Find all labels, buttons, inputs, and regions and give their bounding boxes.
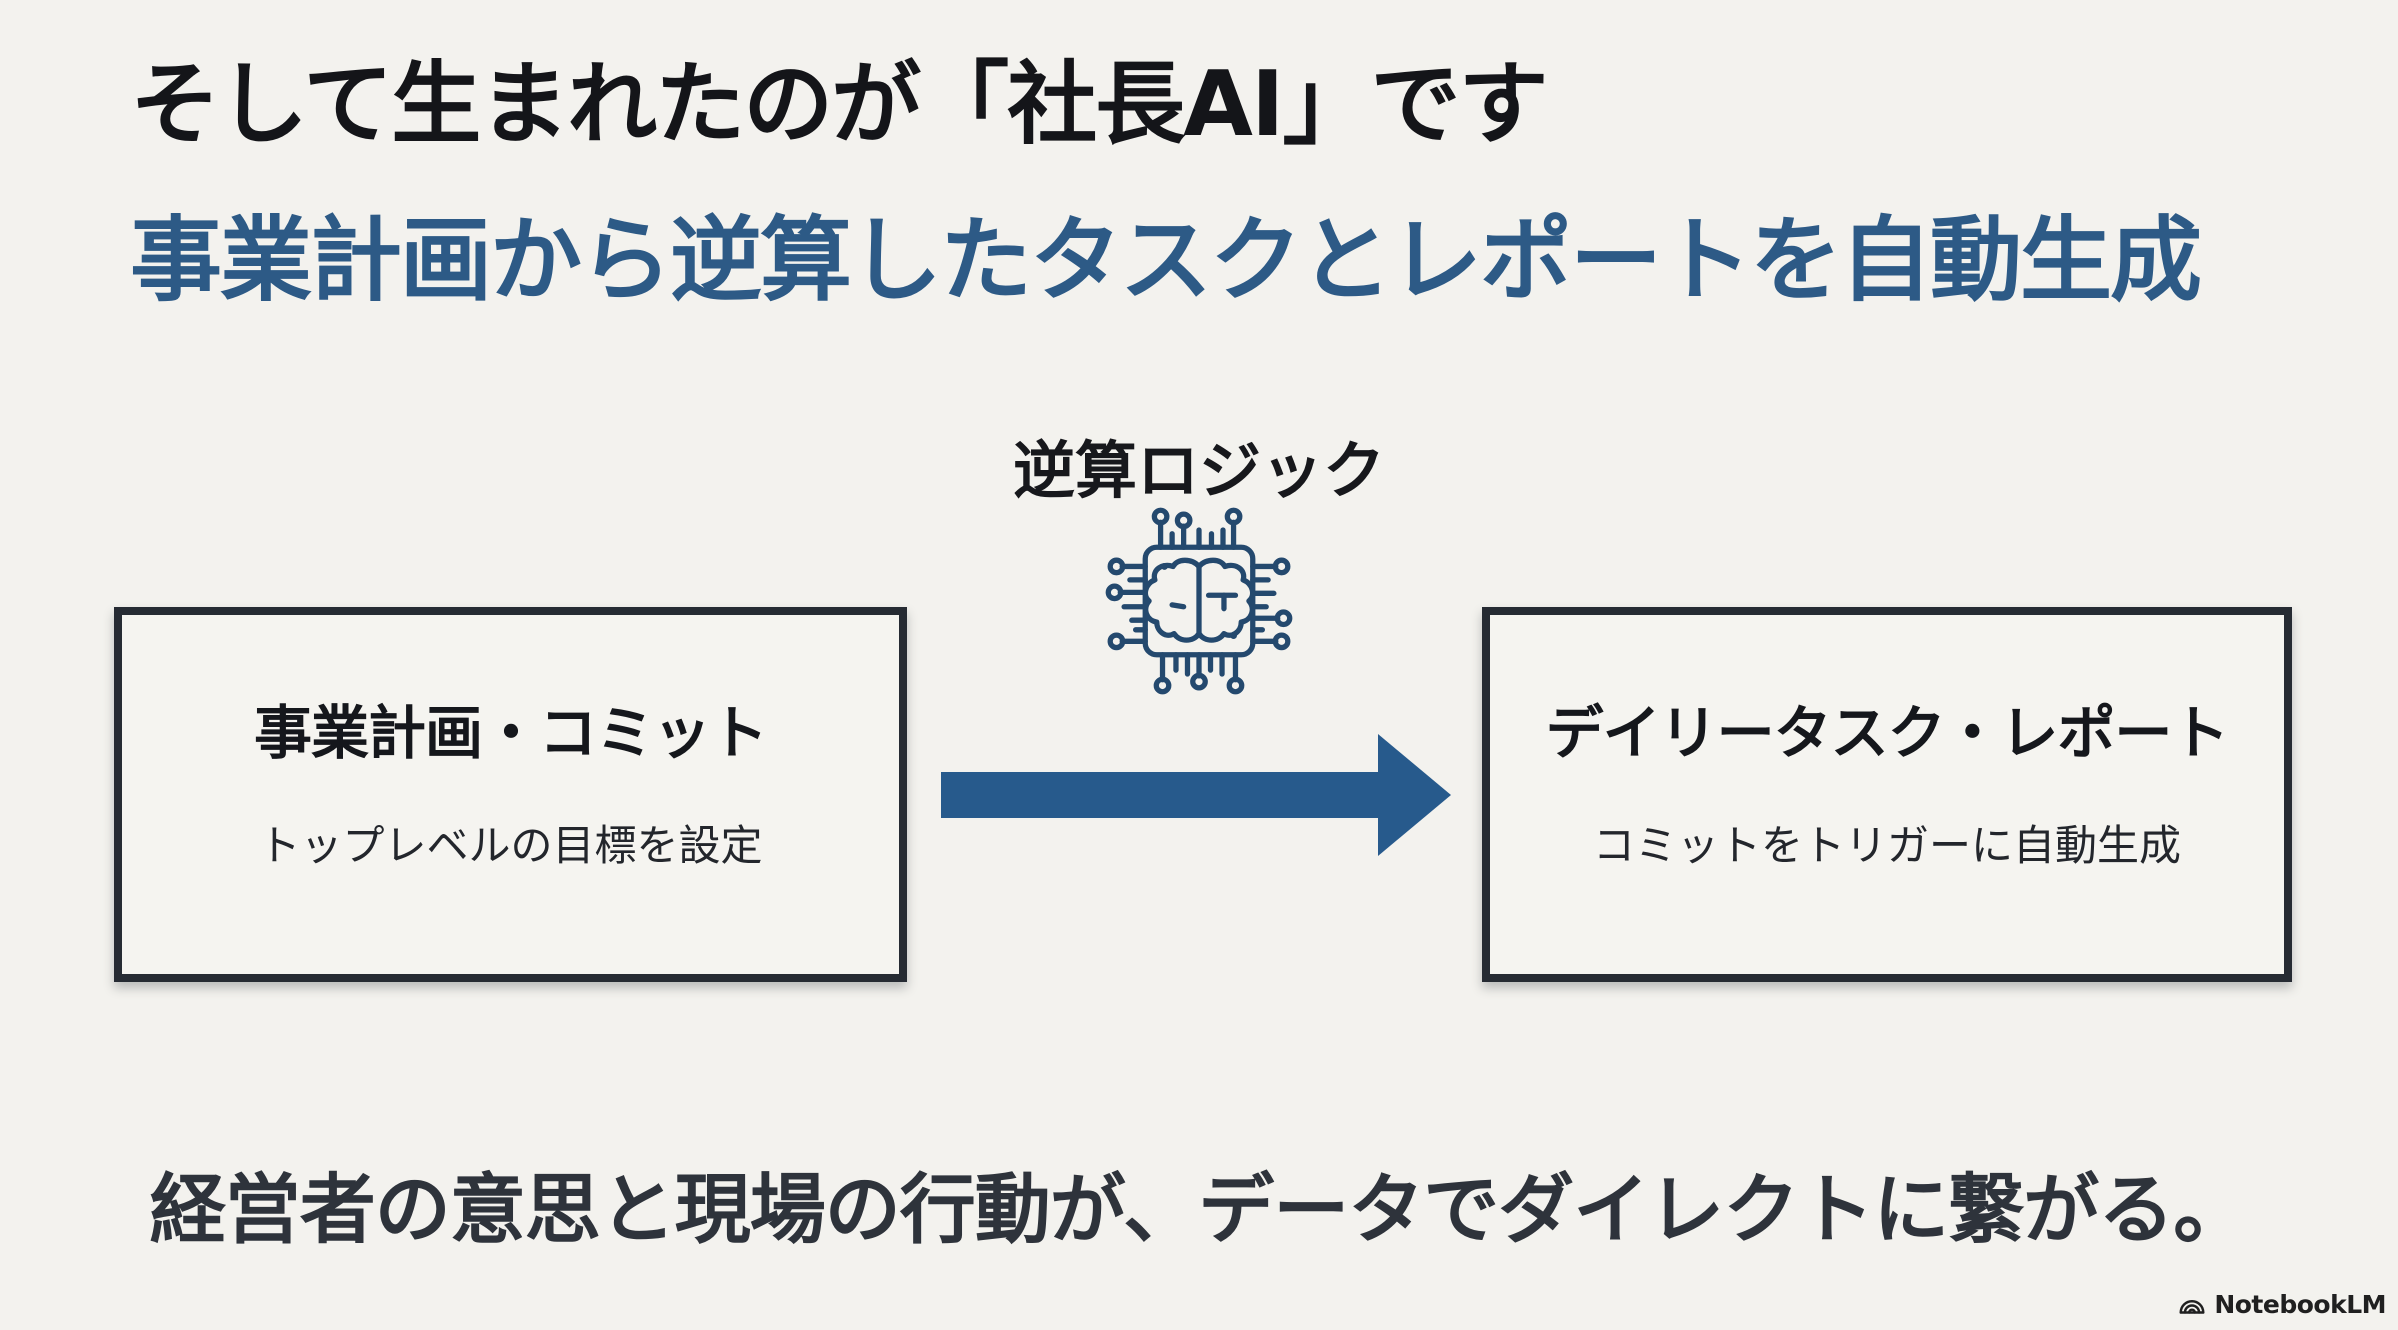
daily-task-report-box-title: デイリータスク・レポート — [1545, 699, 2230, 767]
watermark-label: NotebookLM — [2214, 1290, 2386, 1319]
slide-subtitle: 事業計画から逆算したタスクとレポートを自動生成 — [130, 207, 2202, 314]
plan-commit-box: 事業計画・コミット トップレベルの目標を設定 — [114, 607, 907, 982]
logic-label: 逆算ロジック — [1012, 434, 1386, 507]
notebooklm-watermark: NotebookLM — [2177, 1290, 2386, 1319]
slide-title: そして生まれたのが「社長AI」です — [130, 52, 1548, 157]
notebooklm-logo-icon — [2177, 1293, 2207, 1317]
footer-message: 経営者の意思と現場の行動が、データでダイレクトに繋がる。 — [149, 1165, 2249, 1254]
plan-commit-box-title: 事業計画・コミット — [253, 699, 768, 767]
flow-arrow-shaft — [941, 772, 1379, 818]
brain-chip-icon — [1103, 504, 1295, 698]
flow-arrow-head — [1378, 734, 1451, 856]
daily-task-report-box: デイリータスク・レポート コミットをトリガーに自動生成 — [1482, 607, 2292, 982]
daily-task-report-box-subtitle: コミットをトリガーに自動生成 — [1592, 821, 2181, 870]
plan-commit-box-subtitle: トップレベルの目標を設定 — [258, 821, 763, 870]
